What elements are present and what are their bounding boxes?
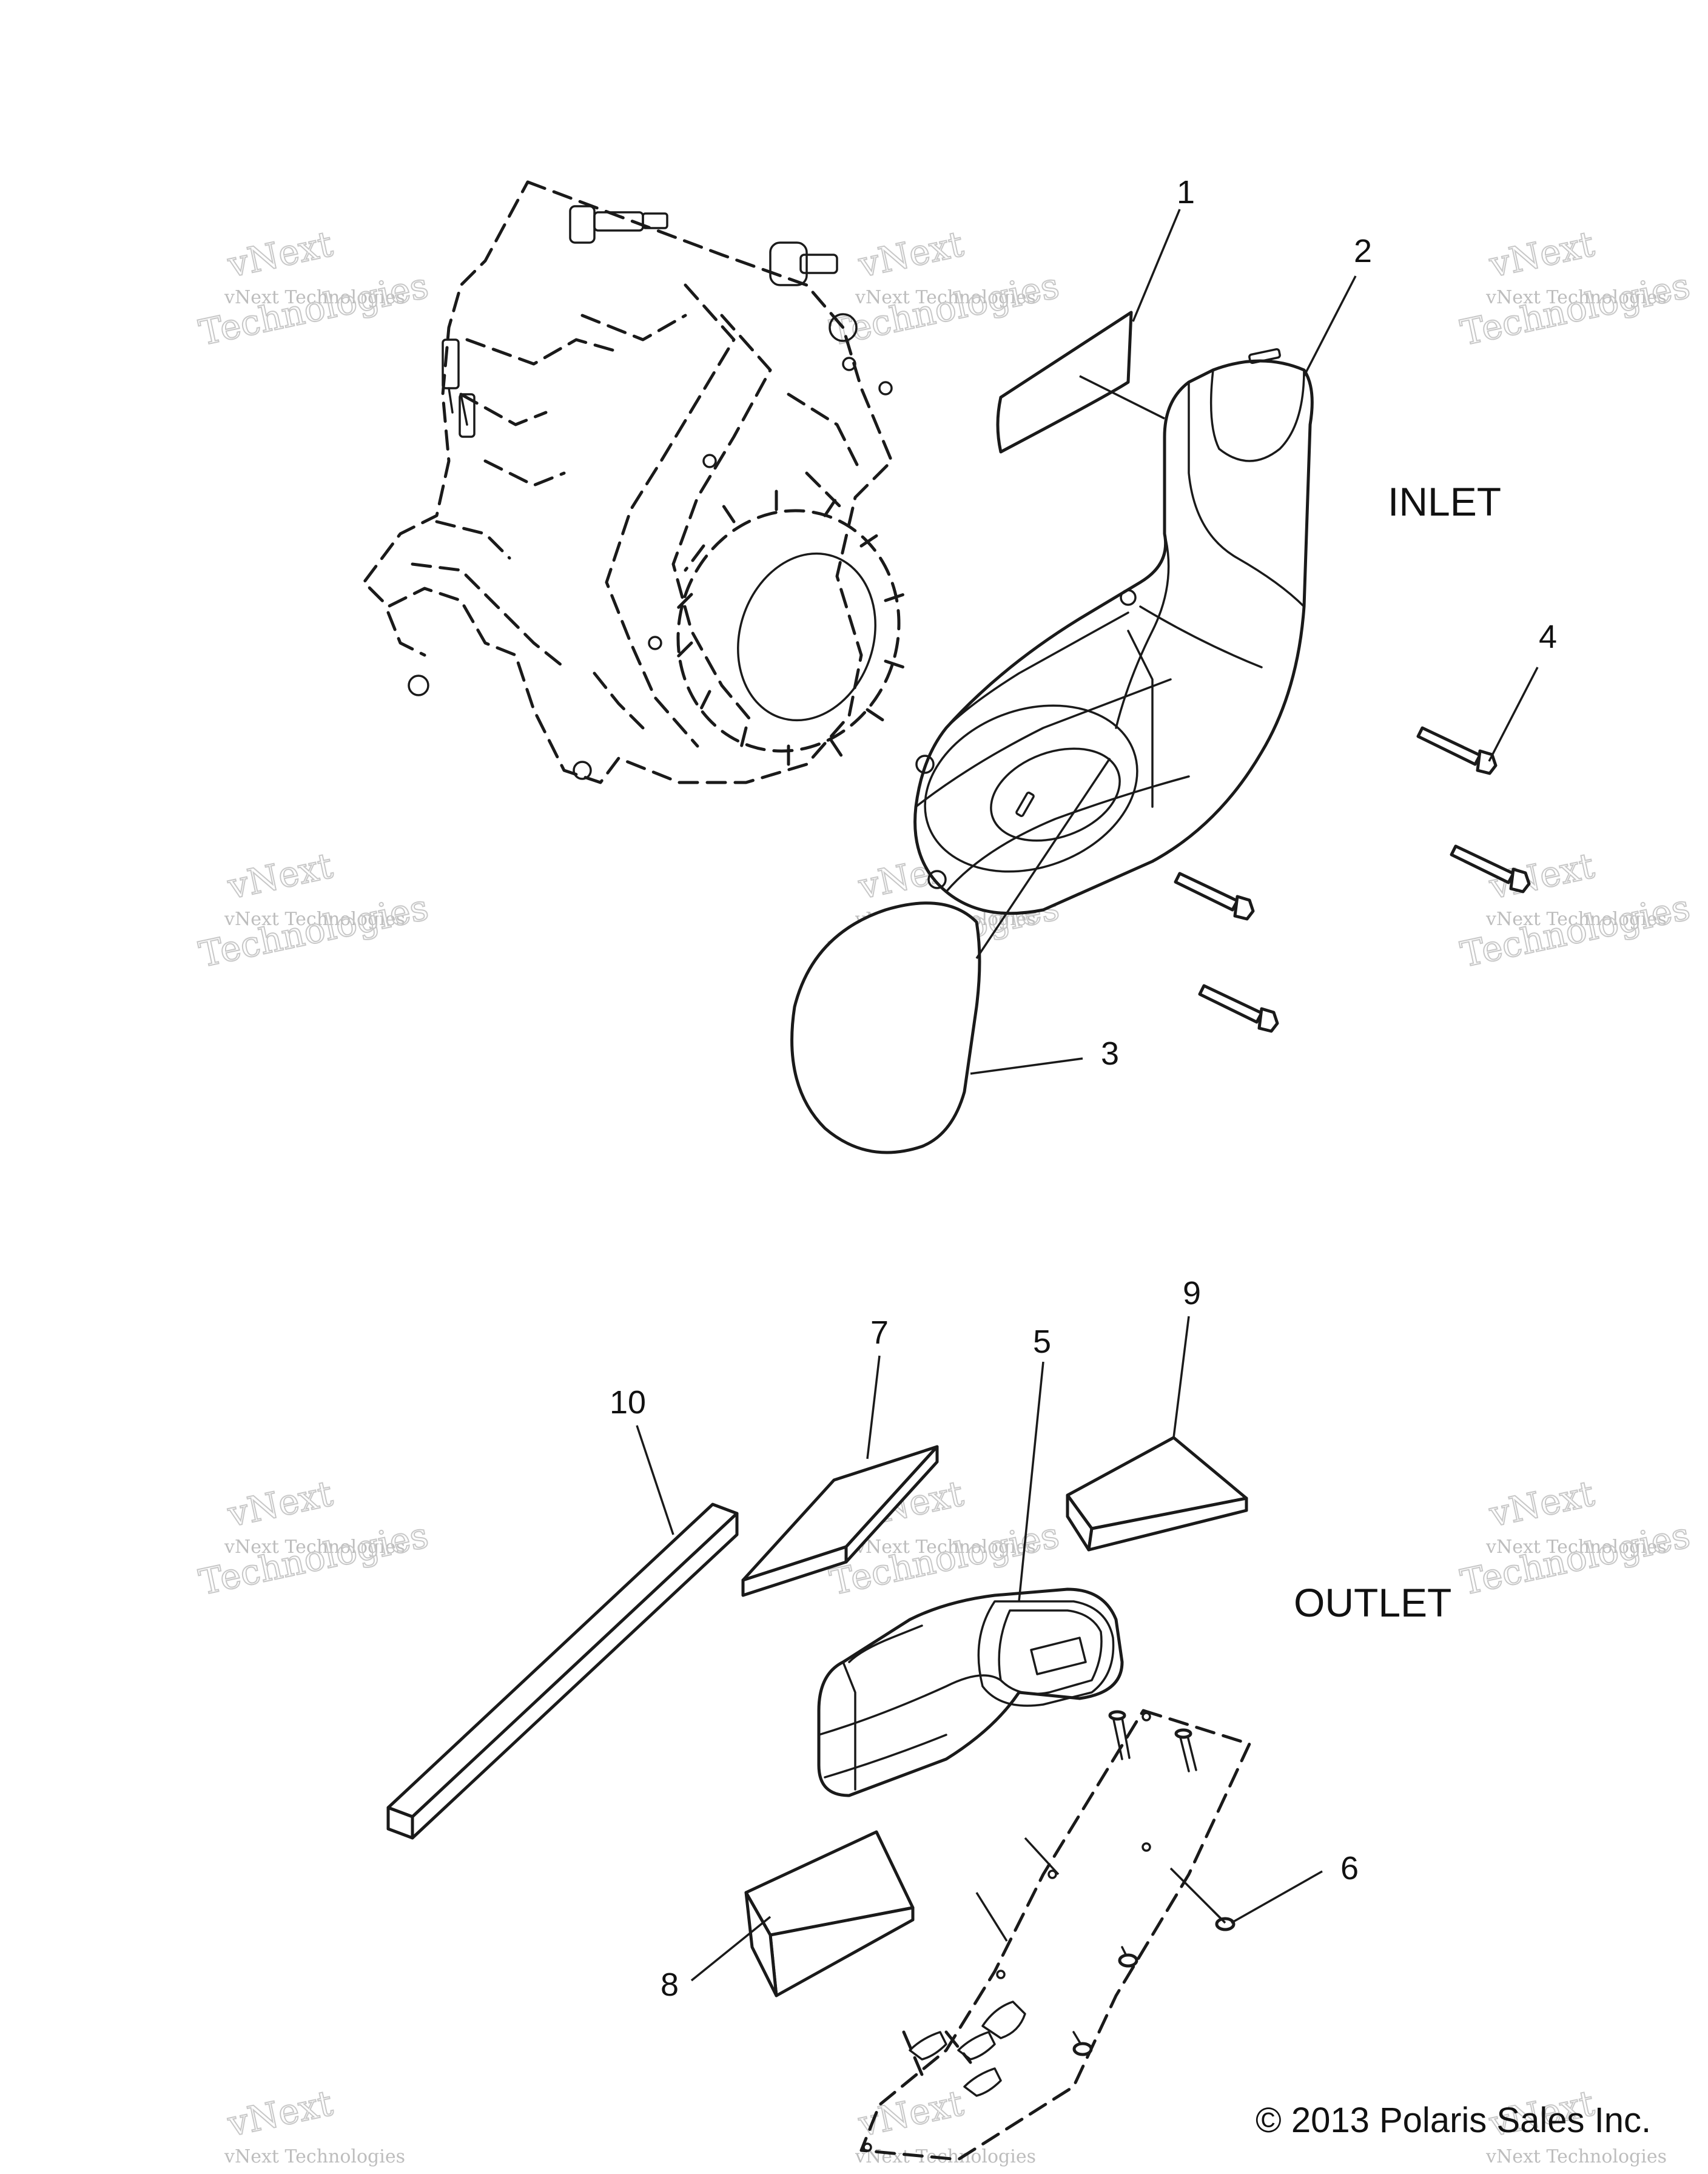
part-5-outlet-duct bbox=[817, 1587, 1124, 1797]
svg-text:vNext Technologies: vNext Technologies bbox=[1485, 2146, 1667, 2167]
screw-icon bbox=[1118, 1946, 1138, 1968]
svg-text:vNext Technologies: vNext Technologies bbox=[1485, 1536, 1667, 1558]
svg-text:vNext Technologies: vNext Technologies bbox=[224, 2146, 405, 2167]
svg-text:vNext: vNext bbox=[855, 223, 967, 286]
svg-text:vNext: vNext bbox=[224, 2082, 336, 2145]
watermark-9: vNext vNext Technologies Technologies bbox=[1456, 1472, 1694, 1604]
callout-1: 1 bbox=[1177, 174, 1195, 210]
screw-icon bbox=[1174, 1728, 1197, 1772]
svg-text:vNext: vNext bbox=[855, 2082, 967, 2145]
part-1-seal bbox=[996, 311, 1133, 454]
leader-lines bbox=[636, 209, 1539, 1982]
callout-4: 4 bbox=[1539, 619, 1557, 655]
screw-icon bbox=[1108, 1710, 1131, 1760]
callout-10: 10 bbox=[610, 1384, 646, 1421]
svg-text:vNext: vNext bbox=[224, 845, 336, 907]
part-9-wedge-foam bbox=[1066, 1436, 1248, 1552]
part-2-inlet-duct bbox=[913, 348, 1314, 915]
callout-5: 5 bbox=[1033, 1324, 1051, 1360]
watermark-10: vNext vNext Technologies bbox=[223, 2082, 405, 2167]
svg-text:vNext Technologies: vNext Technologies bbox=[224, 909, 405, 930]
part-7-foam-pad bbox=[741, 1445, 939, 1597]
mounting-bracket-phantom bbox=[859, 1709, 1251, 2161]
watermark-2: vNext vNext Technologies Technologies bbox=[825, 223, 1063, 354]
svg-text:vNext Technologies: vNext Technologies bbox=[855, 1536, 1036, 1558]
svg-text:vNext Technologies: vNext Technologies bbox=[1485, 909, 1667, 930]
spark-plug-boot-icon bbox=[569, 205, 838, 286]
part-3-gasket bbox=[790, 901, 981, 1154]
svg-text:vNext: vNext bbox=[224, 223, 336, 286]
svg-text:vNext: vNext bbox=[1485, 223, 1598, 286]
bolt-icon bbox=[1416, 726, 1498, 775]
section-label-outlet: OUTLET bbox=[1294, 1580, 1451, 1625]
svg-text:vNext: vNext bbox=[224, 1473, 336, 1535]
fuel-injector-icon bbox=[442, 338, 476, 438]
part-6-screws bbox=[1072, 1710, 1236, 2056]
copyright-notice: © 2013 Polaris Sales Inc. bbox=[1256, 2101, 1651, 2140]
svg-text:vNext Technologies: vNext Technologies bbox=[855, 287, 1036, 308]
watermark-4: vNext vNext Technologies Technologies bbox=[195, 844, 432, 976]
part-4-bolts bbox=[1174, 726, 1531, 1033]
svg-text:vNext Technologies: vNext Technologies bbox=[224, 287, 405, 308]
svg-text:vNext Technologies: vNext Technologies bbox=[1485, 287, 1667, 308]
bolt-icon bbox=[1450, 844, 1531, 893]
bolt-icon bbox=[1198, 984, 1279, 1033]
callout-8: 8 bbox=[661, 1967, 679, 2003]
callout-9: 9 bbox=[1183, 1275, 1201, 1311]
part-10-foam-strip bbox=[386, 1503, 739, 1840]
bolt-icon bbox=[1174, 872, 1255, 921]
watermark-1: vNext vNext Technologies Technologies bbox=[195, 223, 432, 354]
callout-6: 6 bbox=[1340, 1850, 1359, 1886]
section-label-inlet: INLET bbox=[1388, 479, 1501, 524]
callout-7: 7 bbox=[870, 1314, 889, 1351]
watermark-3: vNext vNext Technologies Technologies bbox=[1456, 223, 1694, 354]
watermark-11: vNext vNext Technologies bbox=[854, 2082, 1036, 2167]
svg-text:vNext Technologies: vNext Technologies bbox=[224, 1536, 405, 1558]
callout-2: 2 bbox=[1354, 233, 1372, 269]
callout-numbers: 1 2 3 4 5 6 7 8 9 10 bbox=[610, 174, 1557, 2003]
screw-icon bbox=[1072, 2031, 1093, 2056]
watermark-7: vNext vNext Technologies Technologies bbox=[195, 1472, 432, 1604]
engine-phantom-outline bbox=[362, 180, 906, 784]
part-8-wedge-foam bbox=[744, 1830, 915, 1997]
callout-3: 3 bbox=[1101, 1035, 1119, 1072]
svg-text:vNext: vNext bbox=[1485, 1473, 1598, 1535]
